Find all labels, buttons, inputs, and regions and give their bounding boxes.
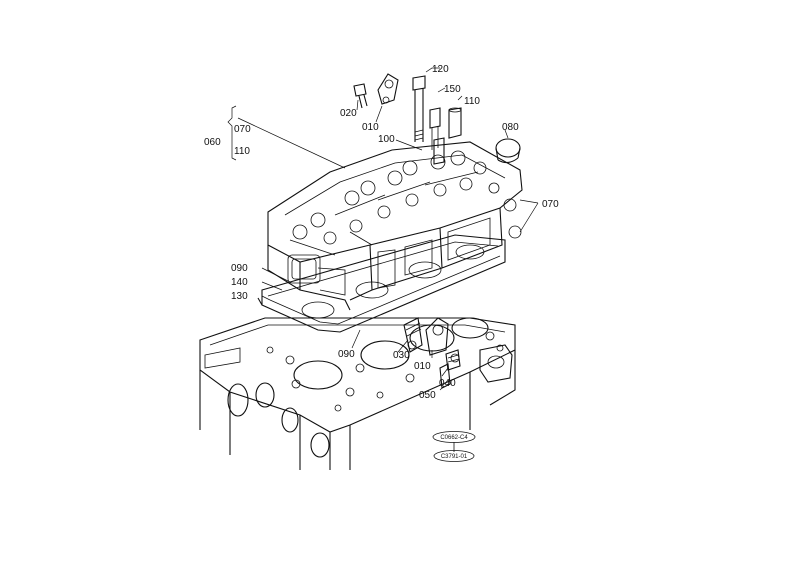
- cylinder-head: [267, 141, 523, 311]
- callout-040: 040: [439, 378, 456, 389]
- callout-120: 120: [432, 64, 449, 75]
- dowel-100: [433, 137, 445, 165]
- callout-090-left: 090: [231, 263, 248, 274]
- callout-030: 030: [393, 350, 410, 361]
- callout-110-top: 110: [464, 96, 480, 107]
- callout-130: 130: [231, 291, 248, 302]
- stud-030: [403, 317, 423, 353]
- reference-code-lower-text: C3791-01: [441, 454, 468, 460]
- reference-code-upper-text: C0662-C4: [440, 435, 468, 441]
- callout-080: 080: [502, 122, 519, 133]
- callout-100: 100: [378, 134, 395, 145]
- hanger-010-bottom: [425, 317, 449, 356]
- stud-050: [439, 363, 451, 389]
- callout-020: 020: [340, 108, 357, 119]
- stud-110: [448, 107, 462, 139]
- plug-080: [495, 138, 521, 164]
- callout-060: 060: [204, 137, 221, 148]
- callout-090-bottom: 090: [338, 349, 355, 360]
- bolt-020: [353, 83, 368, 109]
- plug-150: [429, 107, 441, 150]
- cylinder-block: [199, 317, 516, 470]
- callout-010-bottom: 010: [414, 361, 431, 372]
- callout-070-right: 070: [542, 199, 559, 210]
- callout-110-bracket: 110: [234, 146, 250, 157]
- head-bolt-120: [412, 75, 426, 142]
- hanger-010-top: [377, 73, 399, 105]
- callout-070-bracket: 070: [234, 124, 251, 135]
- leader-lines: [237, 67, 539, 452]
- callout-150: 150: [444, 84, 461, 95]
- group-bracket-060: [227, 105, 237, 161]
- callout-050: 050: [419, 390, 436, 401]
- reference-code-lower: C3791-01: [433, 450, 475, 462]
- thermostat-housing: [479, 344, 513, 383]
- callout-010-top: 010: [362, 122, 379, 133]
- head-gasket: [257, 234, 506, 333]
- callout-140: 140: [231, 277, 248, 288]
- reference-code-upper: C0662-C4: [432, 431, 476, 443]
